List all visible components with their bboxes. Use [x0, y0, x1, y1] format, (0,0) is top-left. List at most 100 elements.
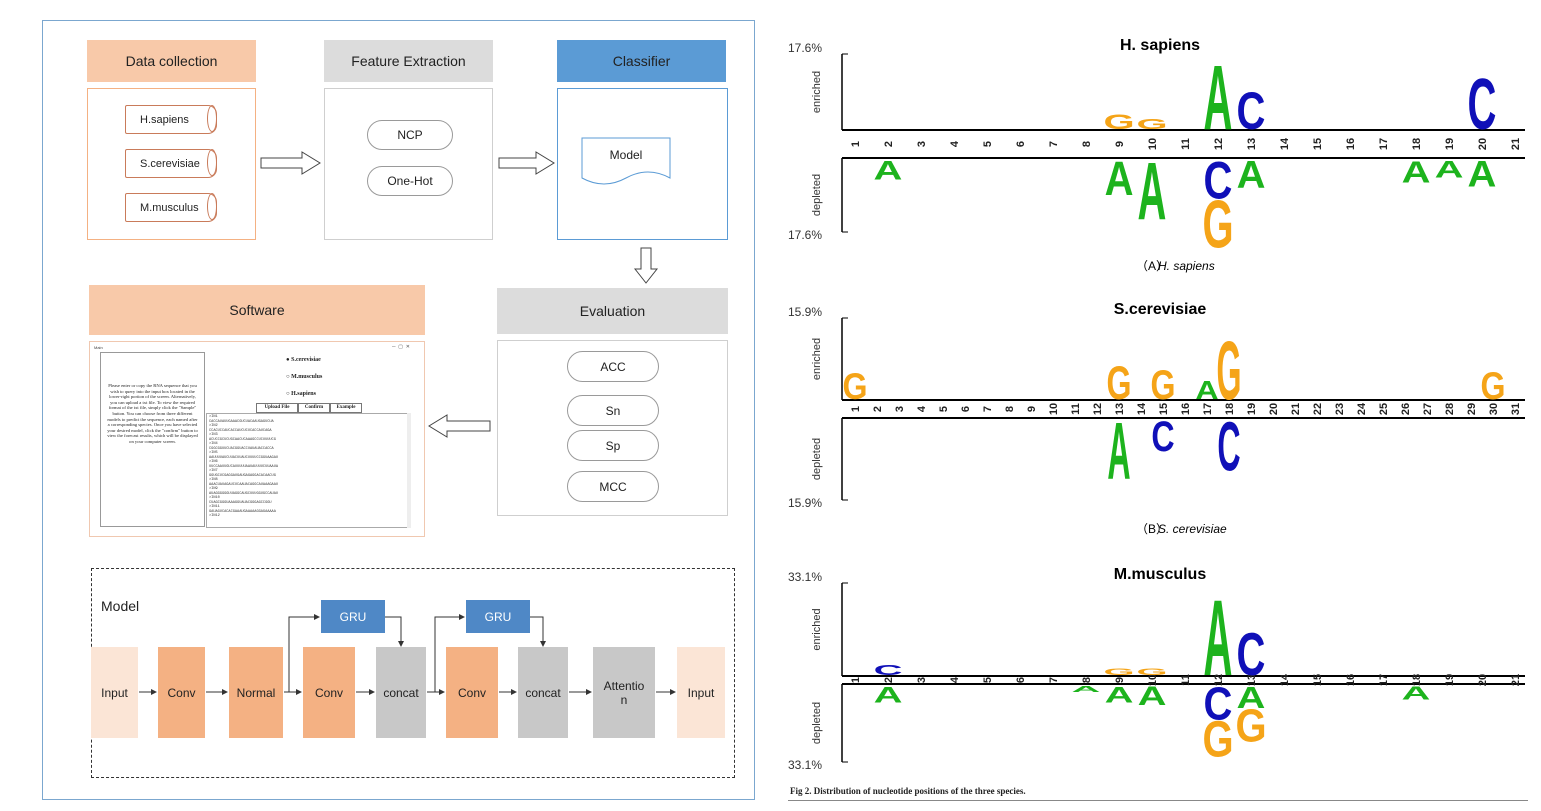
position-tick-label: 20 — [1477, 138, 1489, 150]
block-label: Input — [101, 685, 128, 700]
block-normal: Normal — [229, 647, 283, 738]
position-tick-label: 7 — [982, 406, 994, 412]
species-label: M.musculus — [140, 201, 199, 214]
position-tick-label: 3 — [894, 406, 906, 412]
percent-bottom: 15.9% — [788, 496, 822, 510]
position-tick-label: 19 — [1246, 403, 1258, 415]
depleted-letter-A: A — [1468, 154, 1497, 195]
position-tick-label: 12 — [1213, 674, 1225, 686]
metric-acc: ACC — [567, 351, 659, 382]
upload-label: Upload File — [264, 405, 290, 410]
position-tick-label: 18 — [1224, 403, 1236, 415]
software-screenshot: Main ─ ▢ ✕ Please enter or copy the RNA … — [89, 341, 425, 537]
position-tick-label: 17 — [1202, 403, 1214, 415]
metric-label: ACC — [600, 359, 626, 374]
metric-sn: Sn — [567, 395, 659, 426]
example-label: Example — [336, 405, 356, 410]
block-label: Attention — [603, 678, 645, 707]
logo-title: M.musculus — [1114, 566, 1207, 583]
gru-label: GRU — [484, 609, 512, 624]
depleted-letter-A: A — [1105, 682, 1134, 707]
enriched-letter-G: G — [1150, 361, 1175, 408]
position-tick-label: 18 — [1411, 138, 1423, 150]
position-tick-label: 13 — [1246, 674, 1258, 686]
feature-extraction-label: Feature Extraction — [351, 53, 466, 69]
metric-label: MCC — [599, 479, 627, 494]
sequence-line: ACUCCGCUCUGCAACUCAAAGCCUCUUUUCG — [209, 437, 276, 442]
position-tick-label: 14 — [1136, 402, 1148, 415]
example-button[interactable]: Example — [330, 403, 362, 413]
figure-caption: Fig 2. Distribution of nucleotide positi… — [790, 786, 1026, 796]
instructions-panel: Please enter or copy the RNA sequence th… — [100, 352, 205, 527]
position-tick-label: 19 — [1444, 674, 1456, 686]
gru-block-2: GRU — [466, 600, 530, 633]
position-tick-label: 31 — [1510, 403, 1522, 415]
data-collection-header: Data collection — [87, 40, 256, 82]
block-label: Input — [687, 685, 715, 700]
arrow-right-2 — [498, 151, 555, 175]
position-tick-label: 11 — [1180, 138, 1192, 150]
position-tick-label: 18 — [1411, 674, 1423, 686]
instructions-text: Please enter or copy the RNA sequence th… — [107, 383, 198, 444]
position-tick-label: 9 — [1026, 406, 1038, 412]
enriched-letter-A: A — [1204, 578, 1233, 699]
block-label: concat — [383, 685, 419, 700]
position-tick-label: 14 — [1279, 137, 1291, 150]
position-tick-label: 15 — [1158, 403, 1170, 415]
block-conv-3: Conv — [446, 647, 498, 738]
position-tick-label: 6 — [1015, 141, 1027, 147]
enriched-letter-G: G — [1103, 110, 1134, 134]
position-tick-label: 11 — [1070, 403, 1082, 415]
position-tick-label: 15 — [1312, 138, 1324, 150]
enriched-label: enriched — [811, 338, 823, 380]
sequence-line: AAUUUUAUCUUACUUAUCUUUUCCGGUAAGAU — [209, 455, 279, 460]
block-input-2: Input — [677, 647, 725, 738]
position-tick-label: 22 — [1312, 403, 1324, 415]
position-tick-label: 5 — [982, 141, 994, 147]
sequence-line: CCACUCCAUCACCAUCUCUCACCAUCAGA — [209, 428, 272, 433]
confirm-button[interactable]: Confirm — [298, 403, 330, 413]
depleted-letter-G: G — [1202, 710, 1233, 768]
evaluation-box — [497, 340, 728, 516]
upload-file-button[interactable]: Upload File — [256, 403, 298, 413]
position-tick-label: 10 — [1147, 138, 1159, 150]
classifier-box — [557, 88, 728, 240]
radio-h-sapiens[interactable]: ○ H.sapiens — [286, 391, 316, 397]
sequence-line: >IN12 — [209, 514, 220, 518]
position-tick-label: 17 — [1378, 138, 1390, 150]
radio-s-cerevisiae[interactable]: ● S.cerevisiae — [286, 357, 321, 363]
position-tick-label: 2 — [883, 141, 895, 147]
position-tick-label: 6 — [1015, 677, 1027, 683]
depleted-letter-A: A — [1072, 685, 1101, 694]
metric-label: Sn — [605, 403, 621, 418]
position-tick-label: 5 — [982, 677, 994, 683]
sequence-line: >IN9 — [209, 487, 218, 491]
depleted-label: depleted — [811, 438, 823, 480]
block-label: Conv — [314, 685, 343, 700]
depleted-label: depleted — [811, 174, 823, 216]
percent-bottom: 17.6% — [788, 228, 822, 242]
position-tick-label: 8 — [1004, 406, 1016, 412]
position-tick-label: 17 — [1378, 674, 1390, 686]
radio-m-musculus[interactable]: ○ M.musculus — [286, 374, 323, 380]
panel-subcaption-tag: （A） — [1136, 259, 1168, 273]
logo-title: S.cerevisiae — [1114, 301, 1207, 318]
software-header: Software — [89, 285, 425, 335]
model-title-text: Model — [101, 598, 140, 614]
enriched-letter-C: C — [1237, 80, 1266, 140]
position-tick-label: 1 — [850, 406, 862, 412]
scrollbar[interactable] — [407, 413, 411, 528]
depleted-letter-C: C — [1204, 679, 1233, 730]
enriched-letter-G: G — [842, 367, 867, 407]
figure-divider — [788, 800, 1528, 801]
species-m-musculus: M.musculus — [125, 193, 217, 222]
block-concat-1: concat — [376, 647, 426, 738]
position-tick-label: 4 — [949, 676, 961, 683]
radio-label: S.cerevisiae — [291, 357, 321, 363]
position-tick-label: 29 — [1466, 403, 1478, 415]
position-tick-label: 20 — [1268, 403, 1280, 415]
position-tick-label: 9 — [1114, 677, 1126, 683]
depleted-letter-A: A — [1107, 406, 1130, 497]
